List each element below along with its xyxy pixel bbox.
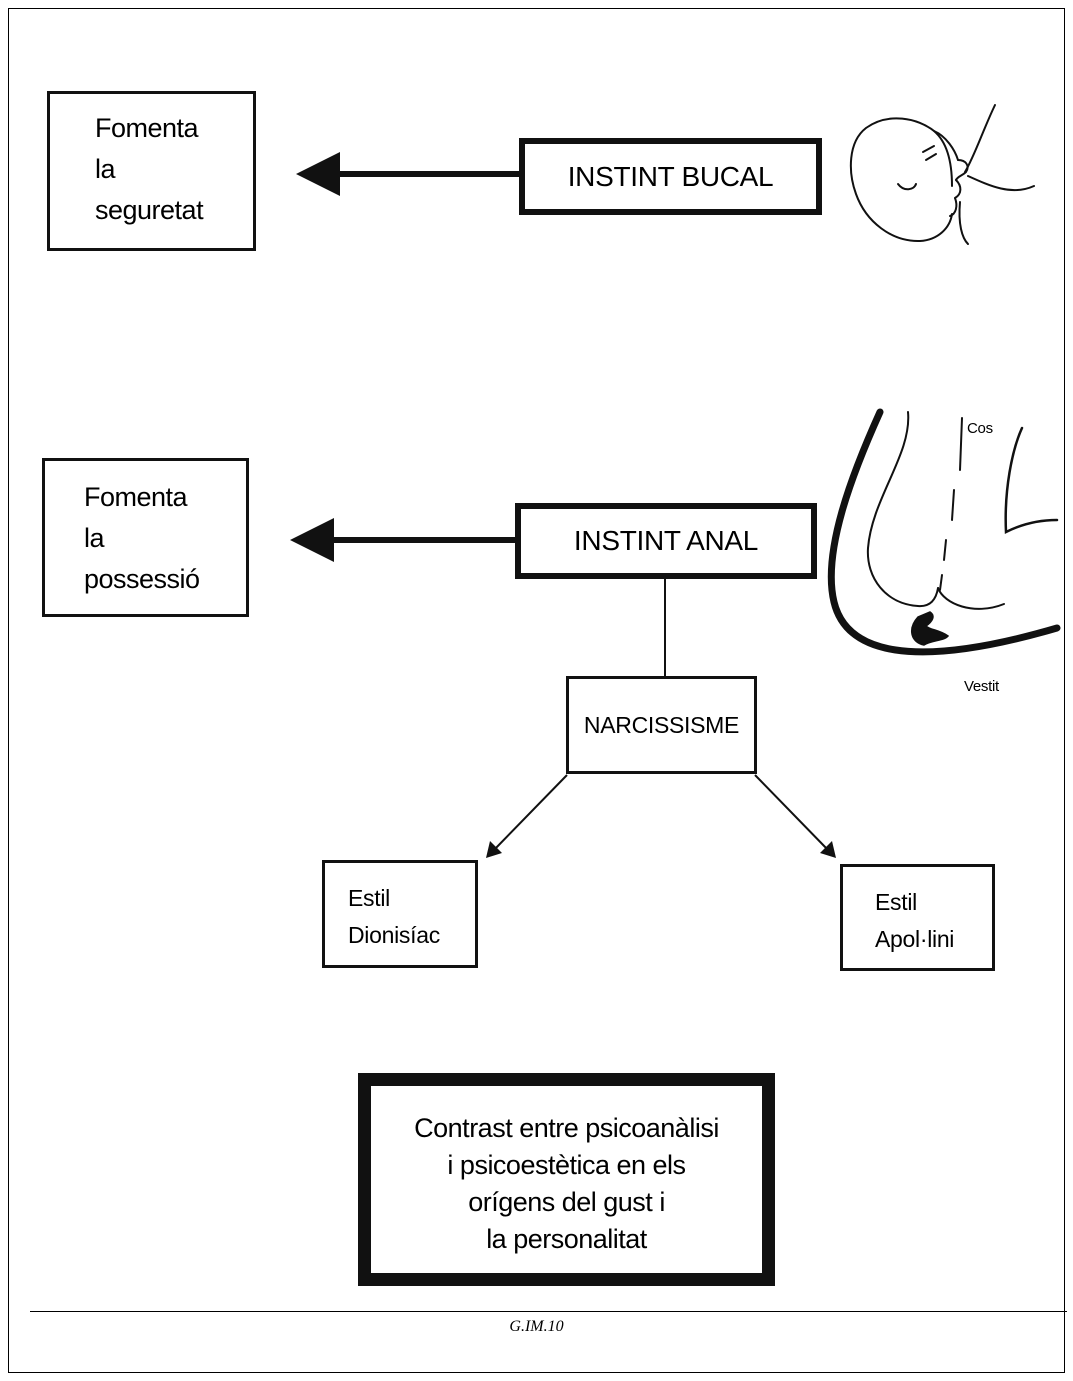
text-la-2: la (84, 523, 105, 553)
box-instint-bucal: INSTINT BUCAL (519, 138, 822, 215)
arrow-narcissisme-to-apollini (754, 774, 836, 858)
text-estil-2: Estil (875, 889, 917, 915)
text-instint-bucal: INSTINT BUCAL (567, 160, 774, 192)
box-estil-dionisiac: Estil Dionisíac (322, 860, 478, 968)
box-narcissisme: NARCISSISME (566, 676, 757, 774)
box-title: Contrast entre psicoanàlisi i psicoestèt… (358, 1073, 775, 1286)
box-fomenta-seguretat: Fomenta la seguretat (47, 91, 256, 251)
figure-caption: G.IM.10 (509, 1318, 564, 1335)
body-in-clothing-icon (827, 408, 1061, 656)
page-frame (8, 8, 1065, 1373)
title-line-2: i psicoestètica en els (447, 1150, 686, 1180)
text-seguretat: seguretat (95, 195, 204, 225)
caption-rule (30, 1311, 1067, 1312)
text-fomenta-1: Fomenta (95, 113, 199, 143)
text-estil-1: Estil (348, 885, 390, 911)
box-instint-anal: INSTINT ANAL (515, 503, 817, 579)
text-narcissisme: NARCISSISME (583, 711, 740, 738)
title-line-1: Contrast entre psicoanàlisi (414, 1113, 719, 1143)
box-estil-apollini: Estil Apol·lini (840, 864, 995, 971)
text-la-1: la (95, 154, 116, 184)
label-vestit: Vestit (964, 678, 999, 695)
text-dionisiac: Dionisíac (348, 922, 440, 948)
baby-nursing-icon (849, 104, 1035, 245)
text-instint-anal: INSTINT ANAL (573, 525, 759, 556)
title-line-3: orígens del gust i (468, 1187, 665, 1217)
label-cos: Cos (967, 420, 993, 437)
text-fomenta-2: Fomenta (84, 482, 188, 512)
box-fomenta-possessio: Fomenta la possessió (42, 458, 249, 617)
text-apollini: Apol·lini (875, 926, 955, 952)
arrow-bucal-to-seguretat (296, 152, 520, 196)
arrow-narcissisme-to-dionisiac (486, 774, 568, 858)
text-possessio: possessió (84, 564, 200, 594)
title-line-4: la personalitat (486, 1224, 647, 1254)
arrow-anal-to-possessio (290, 518, 516, 562)
